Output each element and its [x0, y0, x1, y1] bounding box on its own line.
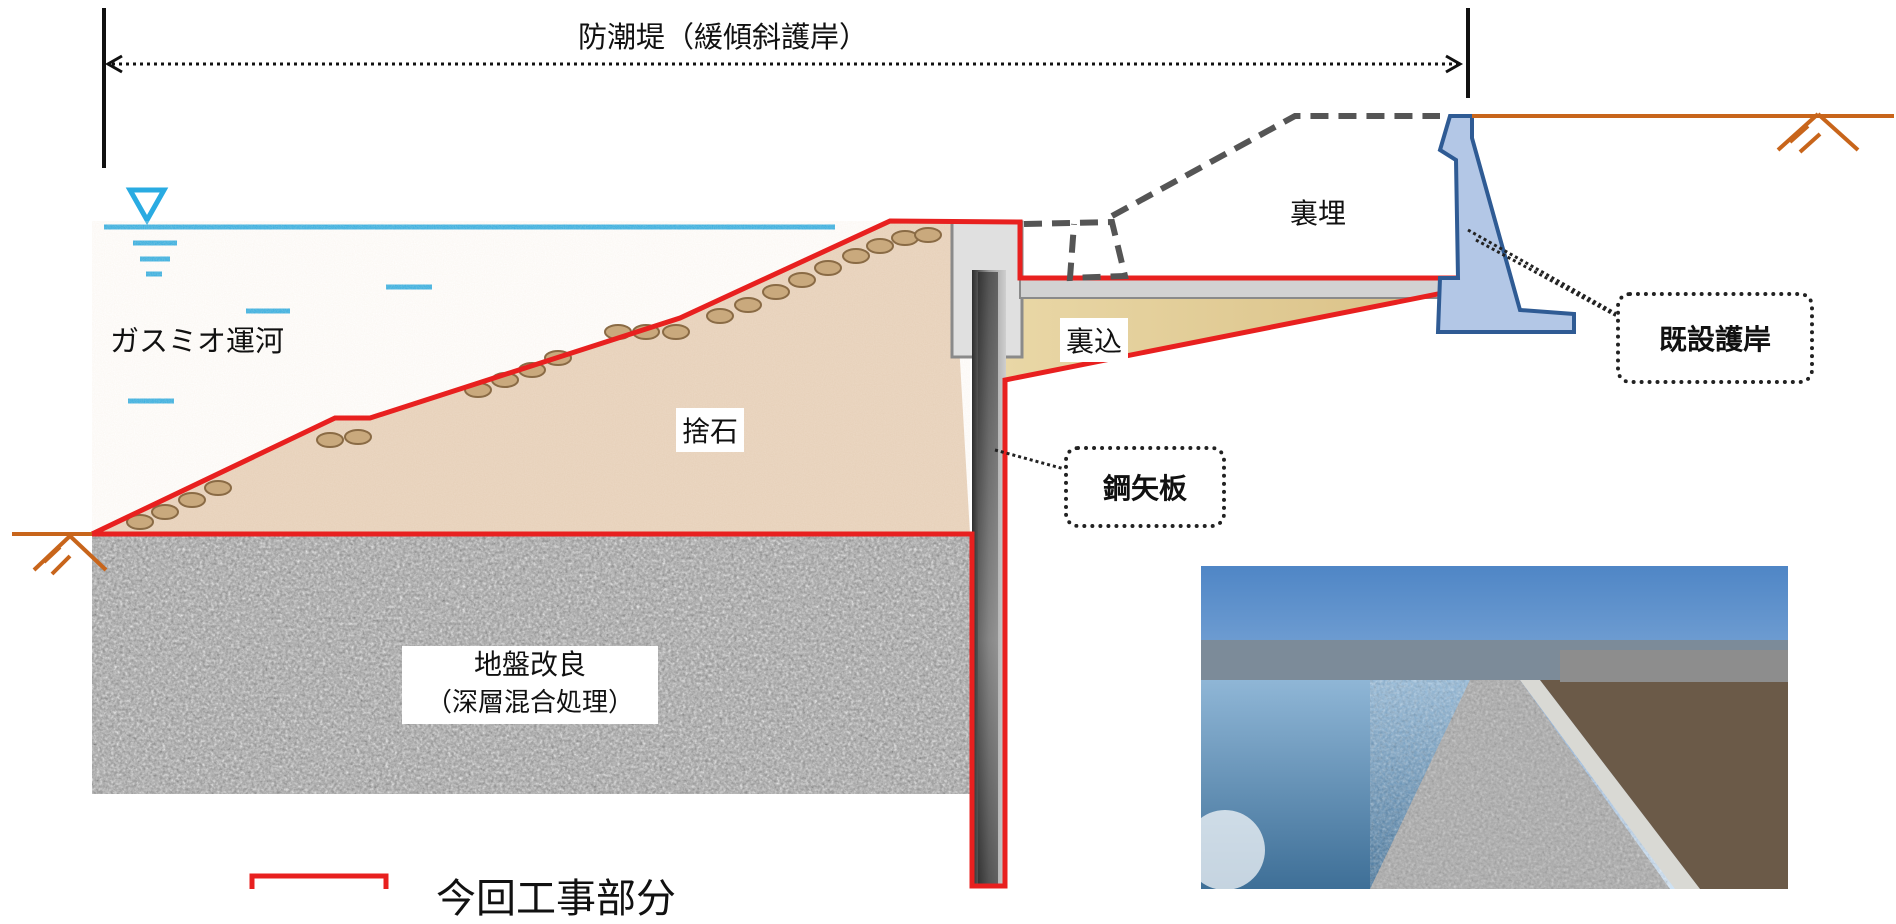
ground-improvement-label-line1: 地盤改良 [473, 648, 586, 681]
water-level-icon [125, 187, 169, 226]
rubble-label: 捨石 [676, 408, 745, 452]
ground-improvement-label-line2: （深層混合処理） [425, 688, 634, 718]
existing-revetment-label: 既設護岸 [1616, 292, 1814, 384]
ground-surface-icon [32, 534, 108, 576]
this-construction-outline [90, 218, 1461, 889]
canal-label: ガスミオ運河 [110, 324, 285, 358]
steel-sheet-pile [972, 270, 1006, 886]
rubble-mound [92, 221, 970, 534]
legend-label: 今回工事部分 [436, 876, 676, 922]
legend-swatch [249, 873, 389, 889]
backfill-label: 裏込 [1060, 318, 1129, 362]
leader-lines [994, 228, 1629, 472]
ground-surface-icon [1776, 112, 1860, 154]
revetment-cross-section [12, 8, 1894, 889]
water-level [104, 187, 835, 404]
diagram-title: 防潮堤（緩傾斜護岸） [578, 20, 869, 54]
ground-improvement-label: 地盤改良 （深層混合処理） [402, 646, 658, 724]
dimension-line [102, 8, 1470, 168]
reclaim-label: 裏埋 [1290, 197, 1347, 230]
ground-surface-right [1472, 112, 1894, 154]
site-photo [1185, 566, 1788, 889]
ground-surface-left [12, 532, 108, 576]
reclamation-outline [1023, 113, 1440, 282]
existing-revetment-wall [1435, 114, 1576, 334]
ground-improvement [92, 534, 970, 794]
steel-sheet-pile-label: 鋼矢板 [1064, 446, 1226, 528]
